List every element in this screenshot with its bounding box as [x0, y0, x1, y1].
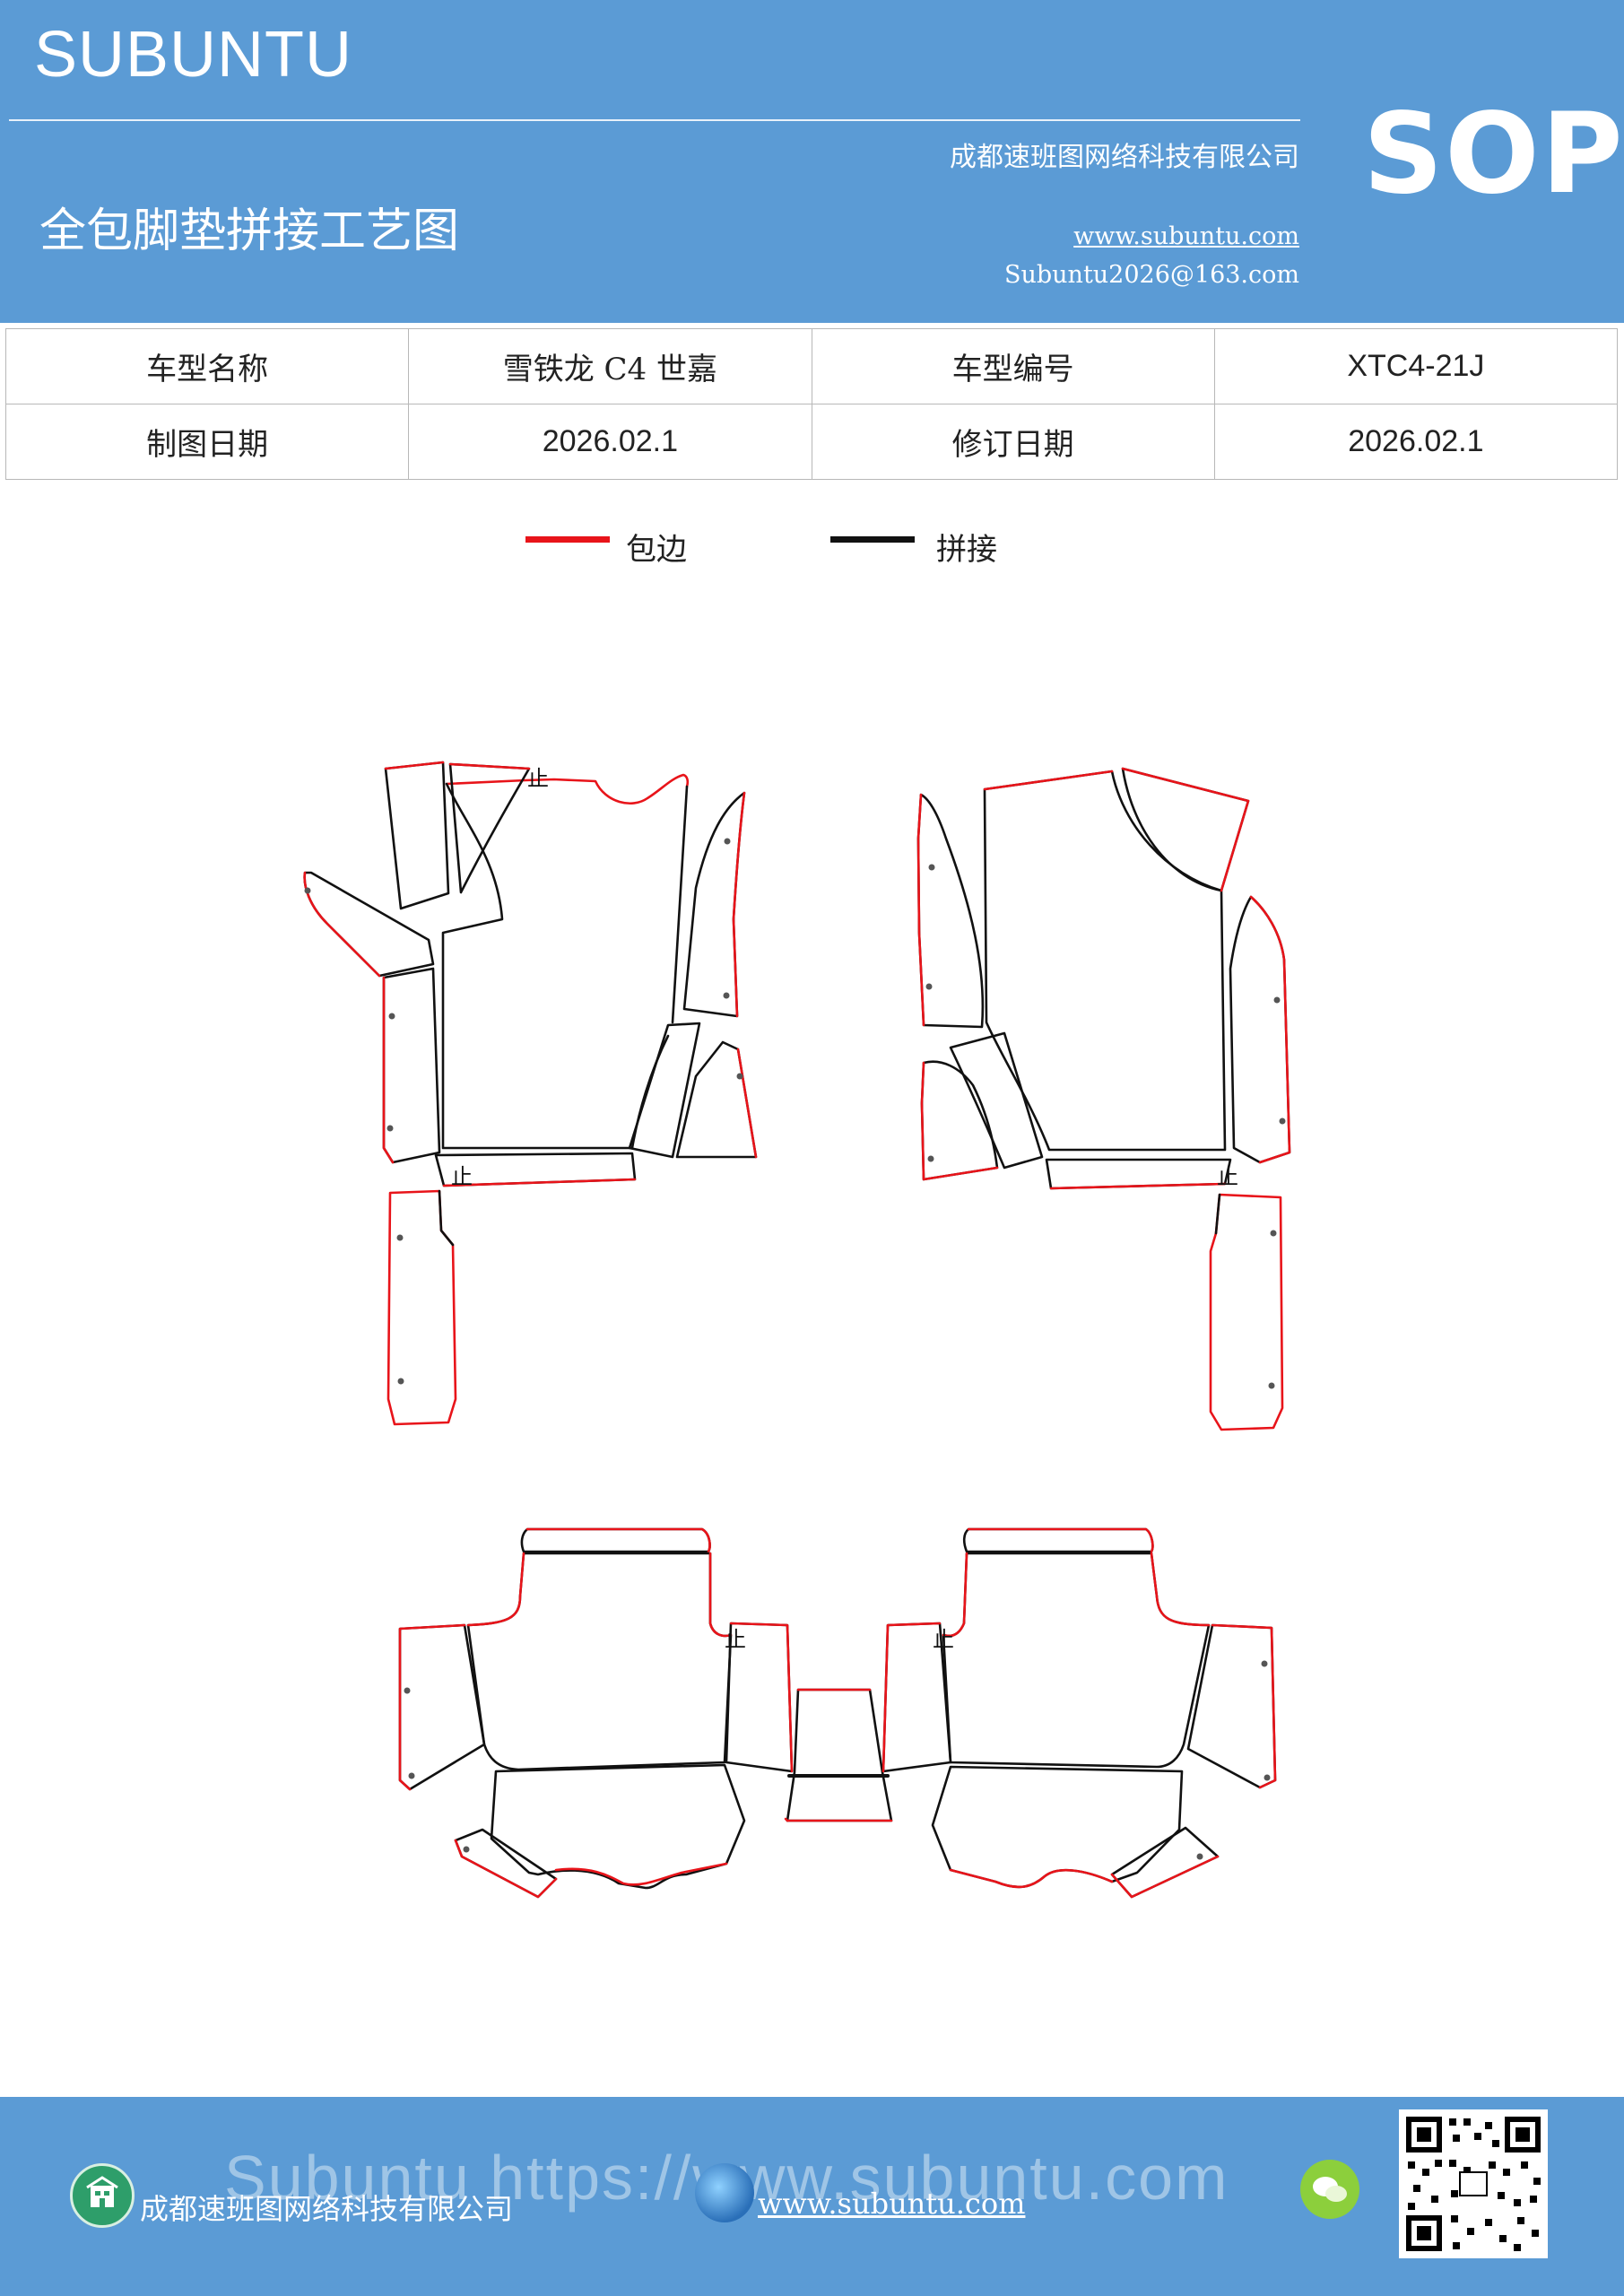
stop-mark: 止: [1217, 1164, 1238, 1189]
legend-joint-label: 拼接: [936, 532, 997, 568]
header-divider: [9, 119, 1300, 121]
center-tunnel-mat: [784, 1688, 893, 1822]
header-banner: SUBUNTU 成都速班图网络科技有限公司 SOP 全包脚垫拼接工艺图 www.…: [0, 0, 1624, 323]
stop-mark: 止: [527, 766, 549, 791]
company-name: 成都速班图网络科技有限公司: [950, 142, 1299, 173]
draw-date-label: 制图日期: [4, 404, 410, 480]
building-icon: [70, 2163, 135, 2228]
model-name-value: 雪铁龙 C4 世嘉: [408, 328, 812, 404]
footer-company: 成都速班图网络科技有限公司: [140, 2192, 514, 2226]
legend-joint-swatch: [830, 536, 915, 543]
document-title: 全包脚垫拼接工艺图: [39, 204, 460, 258]
model-name-label: 车型名称: [4, 328, 410, 404]
vehicle-info-table: 车型名称 雪铁龙 C4 世嘉 车型编号 XTC4-21J 制图日期 2026.0…: [4, 328, 1619, 480]
stop-mark: 止: [725, 1627, 746, 1652]
globe-icon: [695, 2163, 754, 2222]
website-link[interactable]: www.subuntu.com: [1073, 222, 1299, 250]
table-row: 车型名称 雪铁龙 C4 世嘉 车型编号 XTC4-21J: [4, 328, 1619, 404]
brand-logo: SUBUNTU: [34, 19, 353, 91]
legend-edge-label: 包边: [626, 532, 687, 568]
footer-website-link[interactable]: www.subuntu.com: [758, 2187, 1026, 2221]
revise-date-value: 2026.02.1: [1213, 404, 1619, 480]
legend-edge-swatch: [525, 536, 610, 543]
revise-date-label: 修订日期: [811, 404, 1215, 480]
legend: 包边 拼接: [0, 525, 1624, 570]
email-address: Subuntu2026@163.com: [1004, 261, 1299, 289]
rear-right-mat: [881, 1527, 1277, 1899]
stop-mark: 止: [451, 1164, 473, 1189]
qr-code: [1399, 2109, 1548, 2258]
model-code-label: 车型编号: [811, 328, 1215, 404]
model-code-value: XTC4-21J: [1213, 328, 1619, 404]
front-right-mat: [916, 767, 1291, 1431]
chat-icon: [1300, 2160, 1359, 2219]
sop-badge: SOP: [1363, 90, 1624, 219]
table-row: 制图日期 2026.02.1 修订日期 2026.02.1: [4, 404, 1619, 480]
front-left-mat: [303, 761, 758, 1426]
hole-markers: [304, 838, 1286, 1860]
rear-left-mat: [398, 1527, 794, 1899]
draw-date-value: 2026.02.1: [408, 404, 812, 480]
footer-banner: Subuntu https://www.subuntu.com 成都速班图网络科…: [0, 2097, 1624, 2296]
stop-mark: 止: [933, 1627, 954, 1652]
